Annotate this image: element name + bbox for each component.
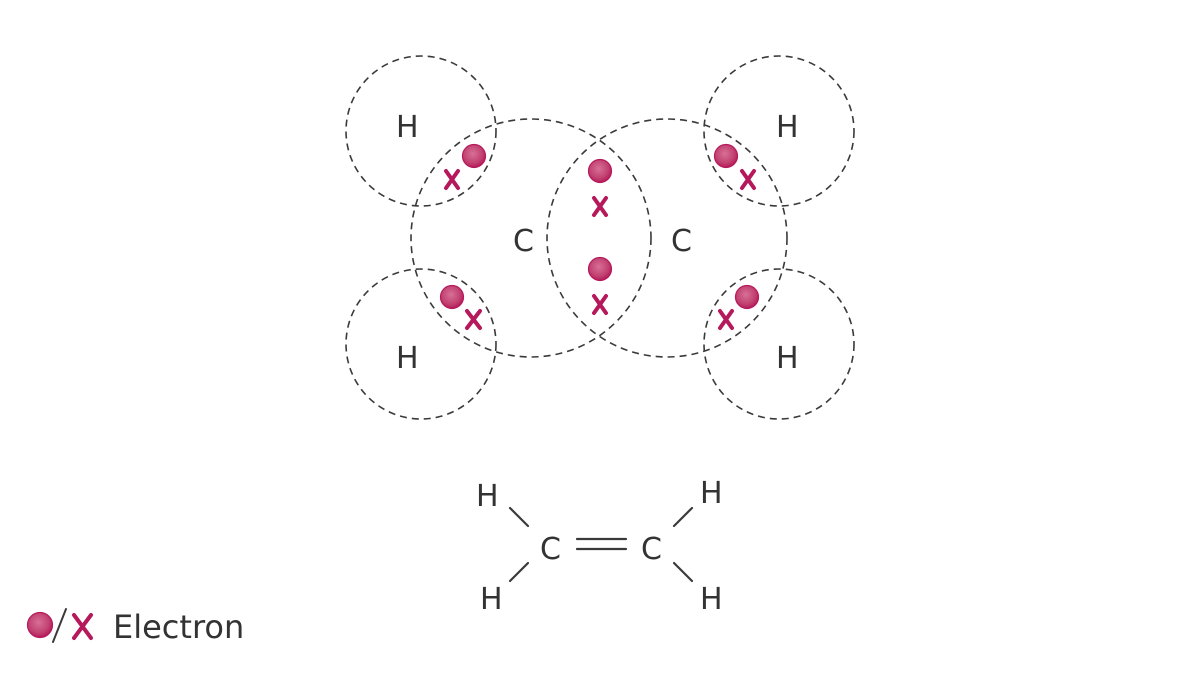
electron-dot-icon [713,143,739,169]
single-bond-bottom-left [508,561,530,583]
hydrogen-shell-bottom-left [345,268,497,420]
legend-electron-dot-icon [26,611,54,639]
electron-dot-icon [587,256,613,282]
electron-dot-icon [734,284,760,310]
single-bond-top-left [508,506,530,528]
hydrogen-shell-top-right [703,55,855,207]
electron-cross-icon [444,169,460,190]
hydrogen-shell-bottom-right [703,268,855,420]
legend-label: Electron [113,608,244,646]
formula-c-right: C [641,532,662,567]
carbon-shell-left [410,118,652,358]
electron-cross-icon [465,309,482,330]
single-bond-top-right [672,506,694,528]
atom-label-c-right: C [671,224,692,259]
electron-cross-icon [740,169,756,190]
electron-dot-icon [439,284,465,310]
hydrogen-shell-top-left [345,55,497,207]
atom-label-h-top-right: H [776,110,799,145]
legend-electron-cross-icon [72,613,93,640]
formula-h-top-left: H [476,479,499,514]
atom-label-h-top-left: H [396,110,419,145]
carbon-shell-right [546,118,788,358]
atom-label-h-bottom-right: H [776,341,799,376]
single-bond-bottom-right [672,561,694,583]
structural-formula: H H H H C C [476,476,723,617]
electron-cross-icon [592,196,608,217]
atom-label-h-bottom-left: H [396,341,419,376]
formula-h-bottom-right: H [700,582,723,617]
atom-label-c-left: C [513,224,534,259]
electron-dot-icon [587,158,613,184]
electron-dot-icon [461,143,487,169]
electron-cross-icon [718,309,734,330]
formula-c-left: C [540,532,561,567]
formula-h-top-right: H [700,476,723,511]
electron-cross-icon [592,294,608,315]
legend: Electron [26,608,244,646]
formula-h-bottom-left: H [480,582,503,617]
legend-separator [52,608,67,643]
